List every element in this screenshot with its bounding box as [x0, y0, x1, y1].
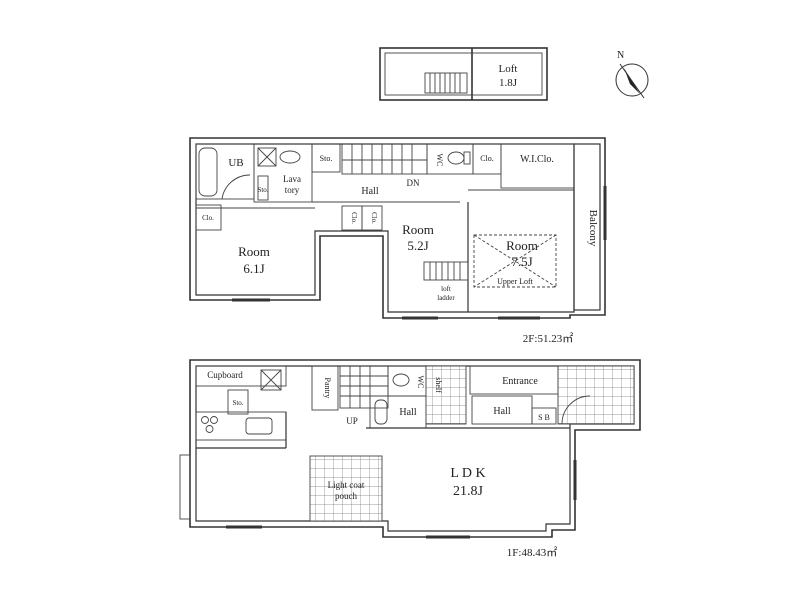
entrance-porch [557, 365, 635, 425]
floor2-area-label: 2F:51.23㎡ [523, 332, 573, 345]
toilet-icon [447, 151, 465, 165]
sink-icon [279, 150, 301, 164]
sto-label: Sto. [320, 154, 333, 163]
ub-label: UB [228, 157, 243, 169]
floor1-area-label: 1F:48.43㎡ [507, 546, 557, 559]
wc-1f-label: WC [416, 376, 425, 389]
hall-1f-label-a: Hall [399, 407, 416, 418]
light-coat-label-line2: pouch [335, 491, 357, 501]
shelf-label: shelf [434, 377, 443, 393]
down-label: DN [407, 178, 420, 188]
loft-ladder-label-line1: loft [441, 285, 451, 293]
wash-basin-icon [374, 399, 388, 425]
stairs-1f-icon [340, 366, 388, 408]
room-c-size: 7.5J [511, 254, 532, 269]
lavatory-sto-label: Sto. [257, 186, 268, 194]
kitchen-sink-icon [245, 417, 273, 435]
balcony-outline [573, 143, 601, 311]
balcony-label: Balcony [587, 210, 599, 247]
kitchen-counter [195, 411, 287, 441]
wc-2f-label: WC [435, 154, 444, 167]
sto-1f-label: Sto. [232, 399, 243, 407]
room-b-size: 5.2J [407, 238, 428, 253]
closet-1-label: Clo. [480, 154, 494, 163]
washer-icon [257, 147, 277, 167]
first-floor-plan: Cupboard Sto. Pantry UP Hall [179, 359, 641, 559]
toilet-1f-icon [392, 373, 410, 387]
up-label: UP [346, 416, 358, 426]
light-coat-label-line1: Light coat [328, 480, 365, 490]
closet-2-label: Clo. [202, 214, 214, 222]
north-compass-icon: N [615, 50, 649, 99]
lavatory-label-line2: tory [285, 185, 300, 195]
loft-ladder-label-line2: ladder [437, 294, 455, 302]
compass-label: N [617, 50, 624, 61]
room-a-label: Room [238, 244, 270, 259]
loft-size: 1.8J [499, 77, 518, 89]
stove-icon [201, 416, 218, 433]
bathtub-icon [198, 147, 218, 197]
room-b-label: Room [402, 222, 434, 237]
loft-label: Loft [499, 63, 518, 75]
walk-in-closet-label: W.I.Clo. [520, 154, 554, 165]
upper-loft-label: Upper Loft [497, 277, 534, 286]
staircase-2f [341, 143, 428, 175]
hall-2f-label: Hall [361, 186, 378, 197]
loft-ladder-2f-icon [429, 262, 461, 280]
light-coat-pouch [309, 455, 383, 522]
shoe-box-label: S B [538, 413, 550, 422]
ldk-label: L D K [450, 466, 485, 481]
hall-1f-label-b: Hall [493, 406, 510, 417]
staircase-1f [339, 365, 389, 409]
lavatory-label-line1: Lava [283, 174, 301, 184]
second-floor-plan: Balcony UB Sto. Lava tory Sto. [189, 137, 607, 345]
ldk-size: 21.8J [453, 484, 484, 499]
room-a-size: 6.1J [243, 261, 264, 276]
entrance-label: Entrance [502, 376, 538, 387]
stairs-icon [342, 144, 427, 174]
pantry-label: Pantry [323, 378, 332, 399]
closet-4-label: Clo. [370, 212, 378, 224]
loft-plan: Loft 1.8J [379, 47, 548, 101]
room-c-label: Room [506, 238, 538, 253]
cupboard-label: Cupboard [207, 370, 243, 380]
closet-3-label: Clo. [350, 212, 358, 224]
fridge-icon [260, 369, 282, 391]
loft-ladder-icon [429, 73, 461, 93]
